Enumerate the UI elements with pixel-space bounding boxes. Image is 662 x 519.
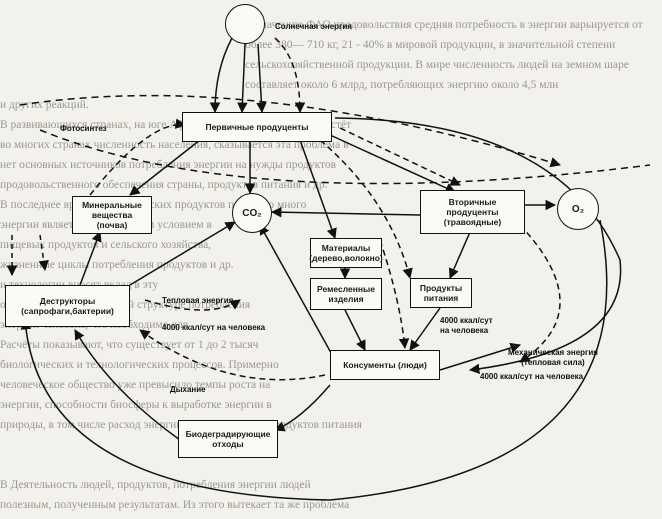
- background-text-line: более 380— 710 кг, 21 - 40% в мировой пр…: [245, 39, 616, 51]
- minerals-box: Минеральные вещества (почва): [72, 196, 152, 234]
- biodegradable-waste-box: Биодеградирующие отходы: [178, 420, 278, 458]
- background-text-line: человеческое общество уже превысило темп…: [0, 379, 271, 391]
- consumers-to-co2-arrow: [259, 224, 336, 361]
- sun-to-primary-arrow-1: [209, 37, 233, 114]
- primary-to-materials-arrow: [299, 139, 337, 239]
- kcal-left-label: 4000 ккал/сут на человека: [162, 323, 266, 332]
- secondary-to-food-arrow: [448, 231, 471, 279]
- breath-label: Дыхание: [170, 385, 206, 394]
- primary-to-food-dashed: [319, 139, 413, 280]
- background-text-line: биологических и технологических процессо…: [0, 359, 279, 371]
- background-text-line: полезным, полученным результатам. Из это…: [0, 499, 350, 511]
- left-dashed-arrow-2: [38, 234, 49, 272]
- primary-to-secondary-arrow: [329, 134, 456, 193]
- lower-dashed-arc: [39, 129, 651, 185]
- kcal-food-label: 4000 ккал/сут на человека: [440, 316, 493, 335]
- secondary-producers-box: Вторичные продуценты (травоядные): [420, 190, 525, 234]
- crafts-to-consumers-arrow: [344, 309, 366, 351]
- waste-to-destructors-arrow: [74, 329, 181, 441]
- consumers-to-waste-arrow: [274, 384, 331, 432]
- background-text-line: жизненные циклы потребления продуктов и …: [0, 259, 234, 271]
- sun-node: [225, 4, 265, 44]
- crafts-box: Ремесленные изделия: [310, 278, 382, 310]
- sun-to-primary-arrow-3: [256, 43, 267, 114]
- sun-to-primary-arrow-2: [237, 43, 248, 114]
- minerals-to-primary-dashed: [89, 118, 187, 196]
- background-text-line: составляет около 6 млрд, потребляющих эн…: [245, 79, 559, 91]
- breath-dashed-arrow: [139, 329, 326, 381]
- photosynthesis-label: Фотосинтез: [60, 124, 107, 133]
- consumers-box: Консументы (люди): [330, 350, 440, 380]
- co2-node: CO₂: [232, 193, 272, 233]
- food-to-consumers-arrow: [409, 307, 441, 351]
- background-text-line: назначению ФАО продовольствия средняя по…: [245, 19, 643, 31]
- background-text-line: В Деятельность людей, продуктов, потребл…: [0, 479, 311, 491]
- background-text-line: пищевых продуктов и сельского хозяйства,: [0, 239, 212, 251]
- kcal-mech-label: 4000 ккал/сут на человека: [480, 372, 584, 381]
- destructors-heat-dashed: [144, 299, 241, 311]
- secondary-to-co2-arrow: [270, 206, 421, 218]
- background-text-line: сельскохозяйственной продукции. В мире ч…: [245, 59, 629, 71]
- food-dashed-down: [379, 239, 410, 350]
- food-box: Продукты питания: [410, 278, 472, 308]
- materials-box: Материалы (дерево,волокно): [309, 238, 383, 268]
- o2-node: O₂: [557, 188, 599, 230]
- background-text-line: во многих странах численность населения,…: [0, 139, 349, 151]
- destructors-to-co2-arrow: [129, 221, 236, 286]
- outer-loop-arrow: [20, 219, 608, 501]
- sun-label: Солнечная энергия: [275, 22, 352, 31]
- mechanical-energy-label: Механическая энергия (тепловая сила): [508, 348, 598, 367]
- primary-to-secondary-dashed: [339, 127, 461, 186]
- primary-producers-box: Первичные продуценты: [182, 112, 332, 142]
- consumers-mech-arrow: [439, 342, 522, 371]
- background-text-line: и других реакций.: [0, 99, 89, 111]
- primary-to-minerals-arrow: [129, 139, 201, 196]
- photosynthesis-dashed-arc: [19, 94, 562, 168]
- destructors-to-minerals-arrow: [79, 231, 102, 286]
- background-text-line: Расчёты показывают, что существует от 1 …: [0, 339, 259, 351]
- right-loop-arrow: [334, 117, 622, 375]
- secondary-dashed-loop: [519, 224, 561, 363]
- heat-energy-label: Тепловая энергия: [162, 296, 234, 305]
- sun-to-primary-dashed: [274, 37, 306, 114]
- destructors-box: Деструкторы (сапрофаги,бактерии): [5, 285, 130, 327]
